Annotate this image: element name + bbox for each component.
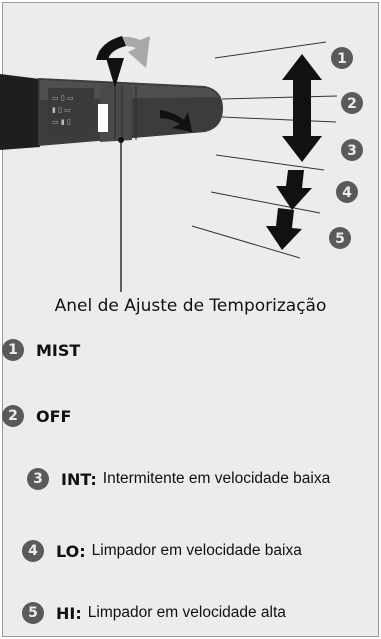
legend-item-off: 2 OFF (2, 405, 71, 427)
legend-desc-hi: Limpador em velocidade alta (87, 604, 286, 621)
marker-4: 4 (336, 181, 358, 203)
legend-item-mist: 1 MIST (2, 339, 80, 361)
marker-1: 1 (331, 47, 353, 69)
leader-line-2a (221, 95, 338, 100)
svg-text:▮ ▯ ▭: ▮ ▯ ▭ (52, 106, 71, 114)
marker-3: 3 (341, 139, 363, 161)
marker-2: 2 (341, 92, 363, 114)
legend-item-lo: 4 LO: Limpador em velocidade baixa (22, 540, 302, 562)
timer-ring-caption: Anel de Ajuste de Temporização (54, 296, 327, 316)
legend-number-3: 3 (27, 468, 49, 490)
marker-5-label: 5 (335, 231, 345, 247)
legend-code-lo: LO: (56, 541, 86, 561)
legend-item-int: 3 INT: Intermitente em velocidade baixa (27, 468, 330, 490)
wiper-stalk: ▭ ▯ ▭ ▮ ▯ ▭ ▭ ▮ ▯ (0, 74, 223, 150)
leader-line-5 (191, 225, 301, 259)
leader-line-3 (215, 154, 325, 171)
legend-number-4: 4 (22, 540, 44, 562)
leader-line-2b (221, 116, 337, 123)
marker-2-label: 2 (347, 96, 357, 112)
legend-code-hi: HI: (56, 603, 82, 623)
legend-code-int: INT: (61, 469, 97, 489)
leader-line-4 (210, 191, 321, 214)
legend-code-mist: MIST (36, 340, 81, 360)
svg-text:▭ ▯ ▭: ▭ ▯ ▭ (52, 94, 74, 102)
wiper-lever-diagram: ▭ ▯ ▭ ▮ ▯ ▭ ▭ ▮ ▯ 1 2 3 4 5 (0, 36, 363, 292)
legend-desc-lo: Limpador em velocidade baixa (91, 542, 302, 559)
svg-text:▭ ▮ ▯: ▭ ▮ ▯ (52, 118, 71, 126)
legend-code-off: OFF (36, 406, 72, 426)
up-down-arrow (282, 54, 322, 162)
legend-desc-int: Intermitente em velocidade baixa (102, 470, 331, 487)
marker-3-label: 3 (347, 143, 357, 159)
legend-number-1: 1 (2, 339, 24, 361)
down-arrow-5 (266, 208, 302, 250)
legend-number-5: 5 (22, 602, 44, 624)
marker-5: 5 (329, 227, 351, 249)
legend-item-hi: 5 HI: Limpador em velocidade alta (22, 602, 286, 624)
leader-line-1 (214, 41, 327, 59)
down-arrow-4 (276, 170, 312, 210)
marker-1-label: 1 (337, 51, 347, 67)
ring-turn-arrow (160, 110, 192, 132)
rotate-arrow (96, 36, 150, 88)
marker-4-label: 4 (342, 185, 352, 201)
legend-number-2: 2 (2, 405, 24, 427)
